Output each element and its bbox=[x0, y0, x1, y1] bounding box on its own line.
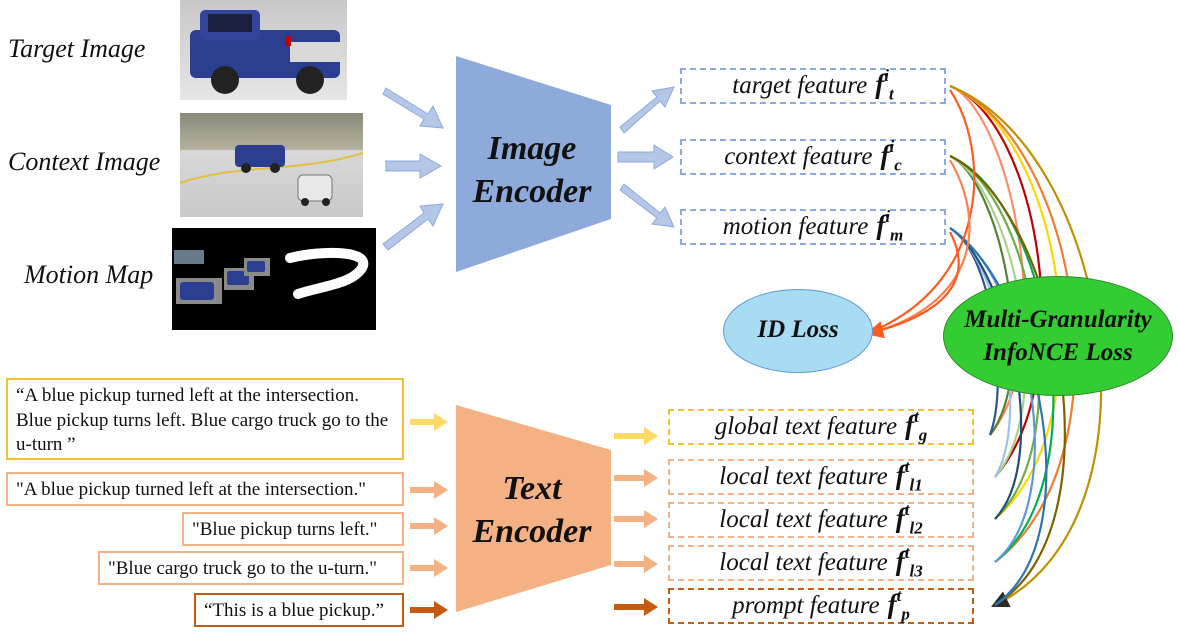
target-feature-box: target feature fit bbox=[680, 65, 946, 104]
local-text-feature-2-text: local text feature bbox=[719, 506, 888, 533]
target-image-label: Target Image bbox=[8, 34, 146, 63]
motion-map-image bbox=[172, 228, 376, 330]
context-feature-box: context feature fic bbox=[680, 136, 946, 175]
image-encoder-label: Image Encoder bbox=[452, 128, 612, 213]
image-encoder-shape bbox=[456, 56, 611, 272]
local-text-2-box: "Blue pickup turns left." bbox=[182, 512, 404, 546]
infonce-line1: Multi-Granularity bbox=[964, 306, 1152, 333]
global-text-feature-symbol: ftg bbox=[905, 406, 928, 445]
local-text-feature-1-box: local text feature ftl1 bbox=[668, 456, 974, 495]
local-text-feature-3-text: local text feature bbox=[719, 549, 888, 576]
text-input-arrows bbox=[410, 413, 448, 619]
prompt-feature-text: prompt feature bbox=[732, 592, 880, 619]
image-input-arrows bbox=[382, 87, 444, 251]
text-encoder-line2: Encoder bbox=[472, 512, 592, 550]
local-text-1-box: "A blue pickup turned left at the inters… bbox=[6, 472, 404, 506]
motion-feature-text: motion feature bbox=[722, 213, 869, 240]
context-image-label: Context Image bbox=[8, 147, 161, 176]
context-image bbox=[180, 113, 363, 217]
prompt-text-box: “This is a blue pickup.” bbox=[194, 593, 404, 627]
infonce-loss-label: Multi-Granularity InfoNCE Loss bbox=[943, 304, 1173, 369]
target-feature-text: target feature bbox=[732, 72, 868, 99]
text-encoder-label: Text Encoder bbox=[452, 468, 612, 553]
local-text-3-box: "Blue cargo truck go to the u-turn." bbox=[98, 551, 404, 585]
local-text-feature-3-symbol: ftl3 bbox=[895, 542, 923, 581]
pickup-truck-icon bbox=[190, 10, 340, 94]
local-text-feature-2-symbol: ftl2 bbox=[895, 499, 923, 538]
motion-map-label: Motion Map bbox=[24, 260, 154, 289]
target-image bbox=[180, 0, 347, 100]
global-text-feature-text: global text feature bbox=[714, 413, 898, 440]
global-text-feature-box: global text feature ftg bbox=[668, 406, 974, 445]
text-encoder-shape bbox=[456, 405, 611, 612]
target-feature-symbol: fit bbox=[875, 65, 894, 104]
text-encoder-line1: Text bbox=[502, 470, 562, 507]
image-encoder-line1: Image bbox=[487, 130, 577, 167]
road-scene-icon bbox=[180, 145, 363, 206]
local-text-feature-1-symbol: ftl1 bbox=[895, 456, 923, 495]
context-feature-symbol: fic bbox=[880, 136, 902, 175]
prompt-feature-symbol: ftp bbox=[887, 585, 910, 624]
infonce-loss-ellipse bbox=[943, 276, 1173, 396]
id-loss-ellipse bbox=[723, 289, 873, 373]
prompt-feature-box: prompt feature ftp bbox=[668, 585, 974, 624]
local-text-feature-1-text: local text feature bbox=[719, 463, 888, 490]
infonce-line2: InfoNCE Loss bbox=[983, 338, 1133, 366]
motion-feature-symbol: fim bbox=[876, 206, 904, 245]
text-output-arrows bbox=[614, 427, 658, 616]
local-text-feature-3-box: local text feature ftl3 bbox=[668, 542, 974, 581]
local-text-feature-2-box: local text feature ftl2 bbox=[668, 499, 974, 538]
full-description-box: “A blue pickup turned left at the inters… bbox=[6, 378, 404, 460]
motion-feature-box: motion feature fim bbox=[680, 206, 946, 245]
context-feature-text: context feature bbox=[724, 143, 873, 170]
image-output-arrows bbox=[617, 86, 675, 228]
id-loss-label: ID Loss bbox=[757, 316, 839, 343]
motion-trajectory-icon bbox=[174, 247, 369, 304]
image-encoder-line2: Encoder bbox=[472, 172, 592, 210]
